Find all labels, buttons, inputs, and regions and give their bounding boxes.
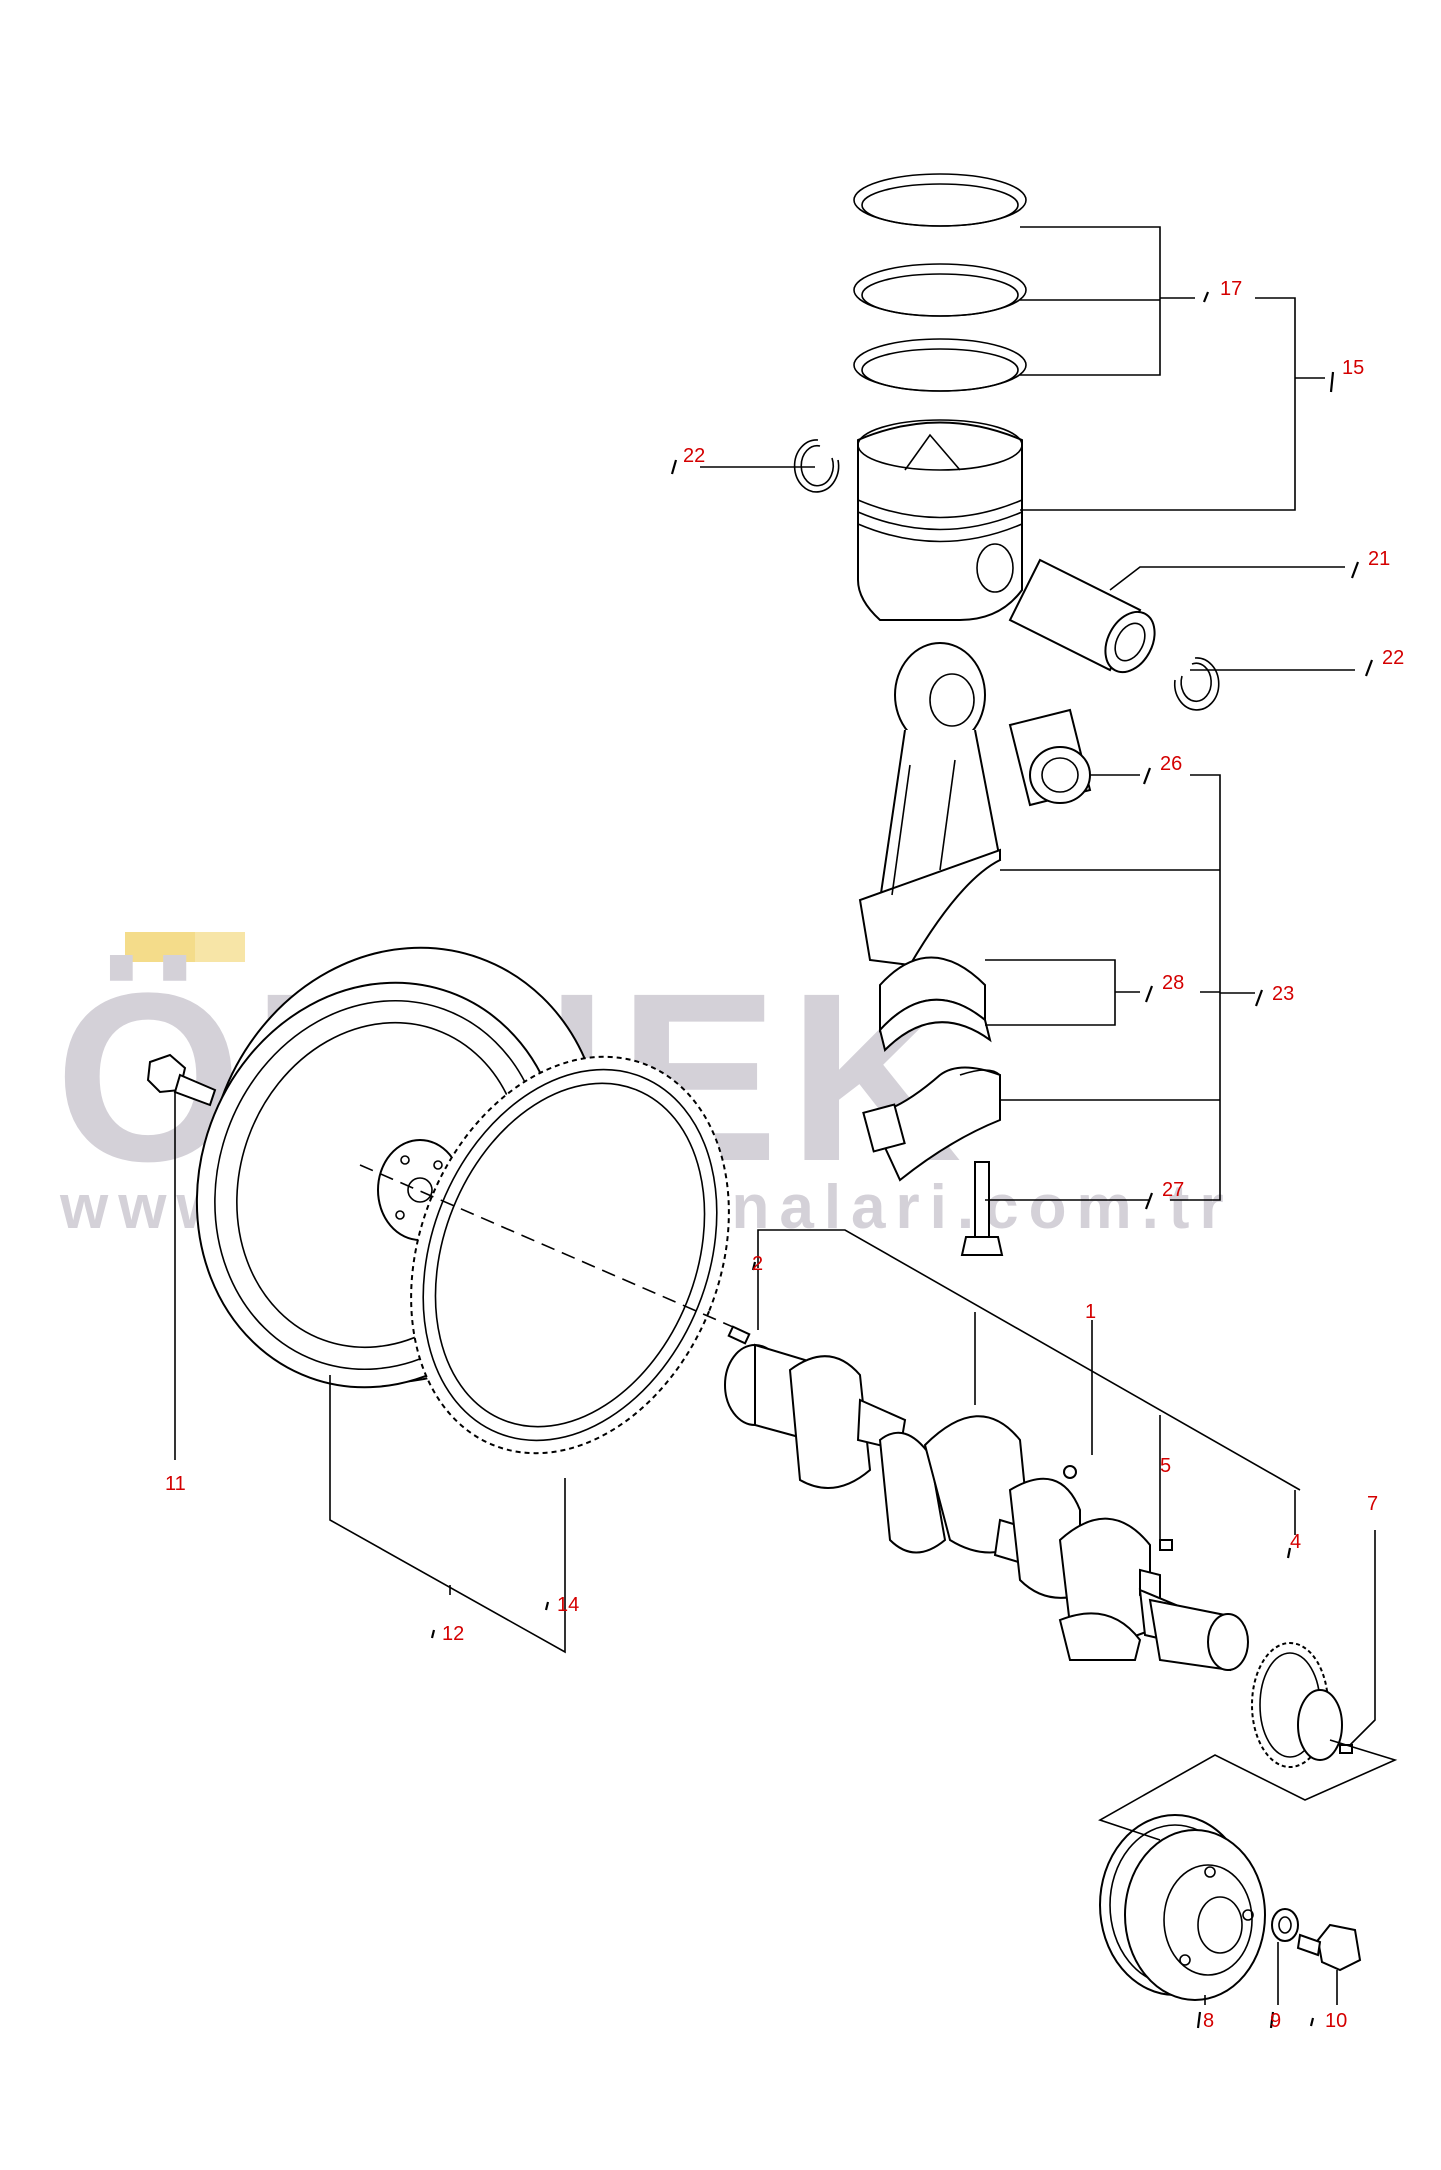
piston-rings: [853, 173, 1027, 392]
label-1: 1: [1085, 1301, 1096, 1323]
small-end-bush: [1008, 708, 1092, 807]
flywheel-bolt: [146, 1053, 217, 1107]
label-27: 27: [1162, 1179, 1184, 1201]
label-10: 10: [1325, 2010, 1347, 2032]
crank-pulley: [1099, 1814, 1266, 2001]
centerline: [359, 1164, 741, 1331]
watermark-umlaut-right: [195, 932, 245, 962]
label-5: 5: [1160, 1455, 1171, 1477]
label-14: 14: [557, 1594, 579, 1616]
label-15: 15: [1342, 357, 1364, 379]
pulley-bolt: [1296, 1923, 1362, 1972]
rod-bolt: [960, 1161, 1004, 1256]
label-23: 23: [1272, 983, 1294, 1005]
label-26: 26: [1160, 753, 1182, 775]
label-21: 21: [1368, 548, 1390, 570]
label-22-right: 22: [1382, 647, 1404, 669]
bearing-shells: [878, 956, 992, 1052]
snap-ring-left: [793, 439, 840, 493]
label-22-left: 22: [683, 445, 705, 467]
piston-pin: [1008, 558, 1156, 674]
label-17: 17: [1220, 278, 1242, 300]
label-11: 11: [165, 1473, 186, 1495]
label-7: 7: [1367, 1493, 1378, 1515]
piston: [857, 419, 1023, 621]
label-28: 28: [1162, 972, 1184, 994]
label-2: 2: [752, 1253, 763, 1275]
label-9: 9: [1270, 2010, 1281, 2032]
watermark-umlaut-left: [125, 932, 195, 962]
label-8: 8: [1203, 2010, 1214, 2032]
connecting-rod: [858, 642, 1002, 967]
leader-lines: [174, 226, 1398, 2005]
ring-gear: [410, 1055, 730, 1455]
washer: [1271, 1908, 1299, 1942]
label-12: 12: [442, 1623, 464, 1645]
snap-ring-right: [1173, 657, 1220, 711]
part-labels: 17 15 22 21 22 26 28 23 27 2 1 5 7 4 11 …: [165, 278, 1404, 2032]
crank-gear: [1251, 1642, 1343, 1768]
label-4: 4: [1290, 1531, 1301, 1553]
rod-cap: [862, 1066, 1001, 1182]
dowel-pin: [727, 1325, 751, 1345]
crankshaft: [724, 1343, 1249, 1672]
